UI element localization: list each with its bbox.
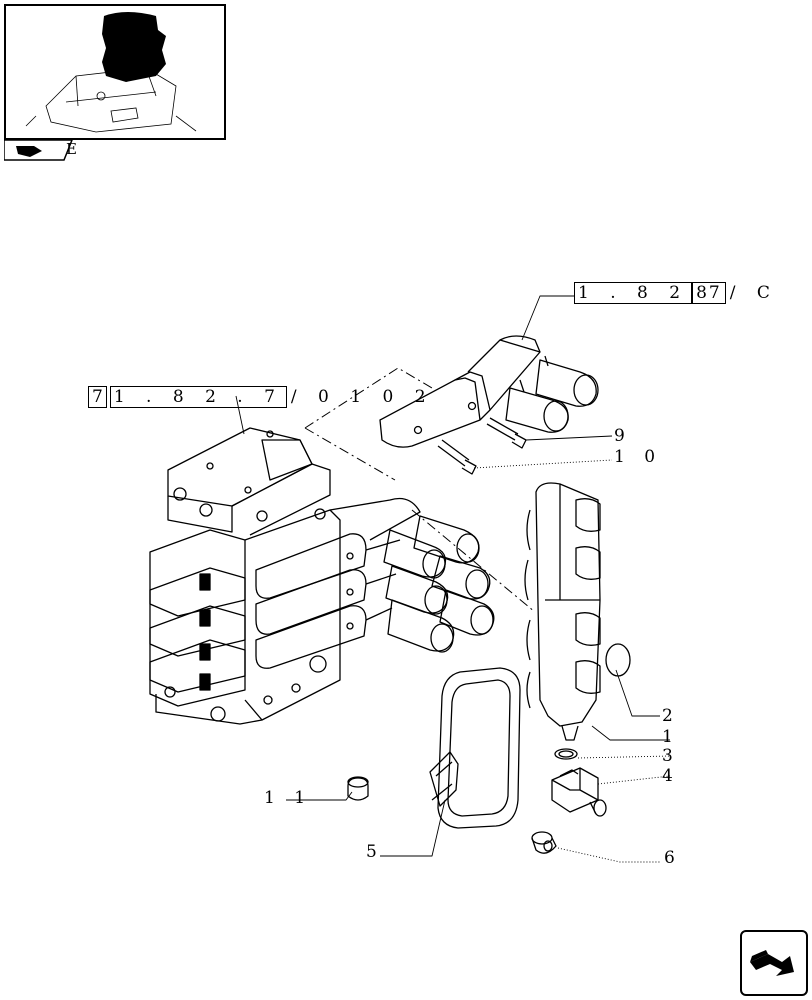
reference-left[interactable]: 7 1 . 8 2 . 7 / 0 1 0 2 xyxy=(88,386,434,408)
reference-left-part3: / 0 1 0 2 xyxy=(290,387,434,407)
coupler-body xyxy=(524,482,631,741)
callout-6: 6 xyxy=(664,848,682,868)
callout-11: 1 1 xyxy=(264,788,313,808)
callout-1: 1 xyxy=(662,727,680,747)
plug xyxy=(347,776,369,801)
reference-left-part2: 1 . 8 2 . 7 xyxy=(109,386,287,408)
reference-top-right-part3: / C xyxy=(729,283,778,303)
next-page-button[interactable] xyxy=(740,930,808,996)
reference-left-part1: 7 xyxy=(88,386,107,408)
main-valve-block xyxy=(149,427,341,725)
bolts xyxy=(437,417,527,475)
o-ring xyxy=(554,748,578,760)
front-manifolds xyxy=(255,497,421,669)
mounting-bracket xyxy=(429,667,521,829)
tractor-overview-illustration xyxy=(25,12,197,133)
next-arrow-icon xyxy=(750,950,794,976)
reference-top-right-part1: 1 . 8 2 xyxy=(574,282,693,304)
coupler-cap xyxy=(551,767,607,817)
reference-top-right-part2: 87 xyxy=(692,282,726,304)
callout-9: 9 xyxy=(614,426,632,446)
overview-thumbnail[interactable] xyxy=(4,4,226,140)
upper-manifold xyxy=(379,335,541,448)
callout-4: 4 xyxy=(662,766,680,786)
dust-cap xyxy=(531,831,557,854)
thumbnail-tab-label: E xyxy=(66,140,77,158)
callout-10: 1 0 xyxy=(614,447,663,467)
callout-2: 2 xyxy=(662,706,680,726)
thumbnail-tab[interactable]: E xyxy=(4,138,77,162)
front-couplers xyxy=(383,515,495,653)
upper-couplers xyxy=(505,355,599,433)
reference-top-right[interactable]: 1 . 8 2 87 / C xyxy=(574,282,778,304)
callout-3: 3 xyxy=(662,746,680,766)
callout-5: 5 xyxy=(366,842,384,862)
book-arrow-icon xyxy=(16,146,42,157)
